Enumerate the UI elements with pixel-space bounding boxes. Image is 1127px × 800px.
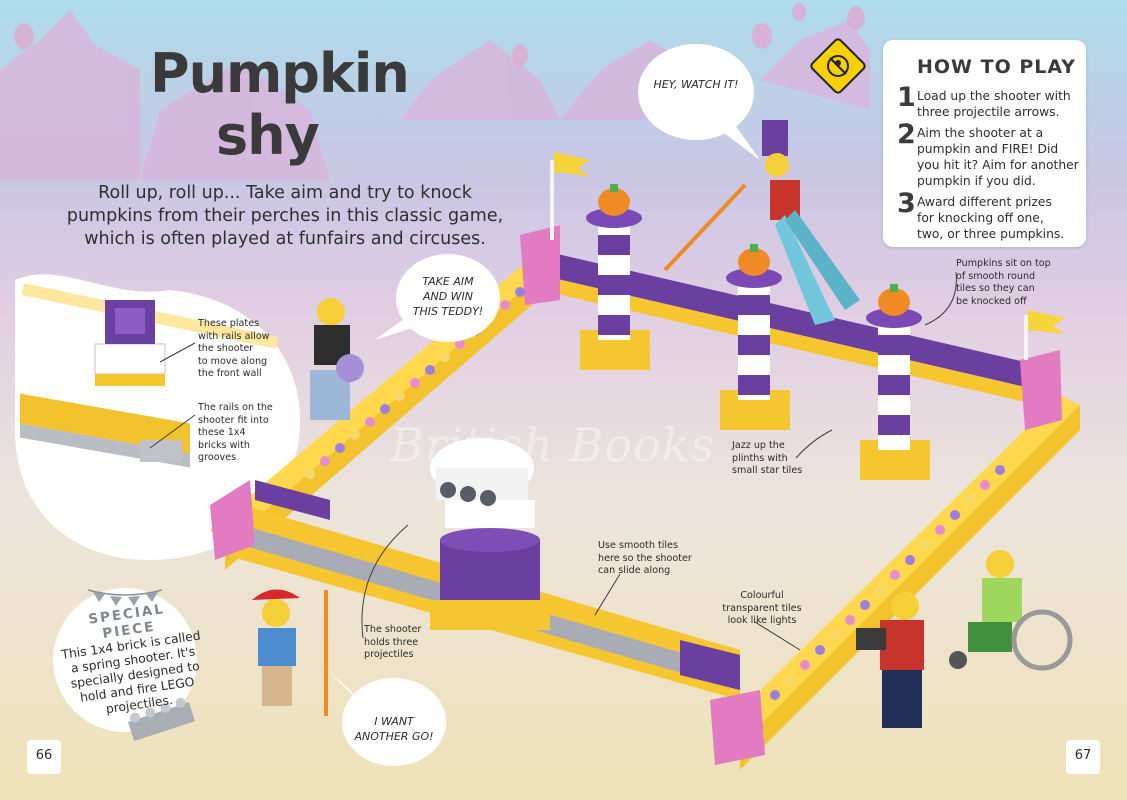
step-line: two, or three pumpkins. (917, 227, 1065, 241)
page-tab-left (27, 740, 61, 774)
step-line: three projectile arrows. (917, 105, 1060, 119)
annotation-line: tiles so they can (956, 283, 1035, 294)
bubble-line: I WANT (374, 715, 414, 728)
annotation-line: bricks with (198, 439, 250, 451)
annotation-shooter: The shooter holds three projectiles (364, 624, 454, 662)
teddy-prize-minifig (310, 298, 364, 420)
speech-bubble-shapes (325, 44, 760, 766)
annotation-line: here so the shooter (598, 552, 692, 564)
bubble-line: TAKE AIM (422, 275, 474, 288)
step-line: pumpkin if you did. (917, 174, 1036, 188)
leader-lines (149, 271, 957, 651)
annotation-line: can slide along (598, 565, 671, 576)
annotation-line: with rails allow (198, 330, 270, 342)
how-to-play-heading: HOW TO PLAY (917, 56, 1077, 78)
step-number: 1 (897, 82, 916, 113)
speech-bubble-again: I WANT ANOTHER GO! (344, 714, 444, 744)
step-text: Aim the shooter at a pumpkin and FIRE! D… (917, 125, 1079, 189)
step-number: 3 (897, 188, 916, 219)
annotation-line: plinths with (732, 452, 788, 464)
annotation-lights: Colourful transparent tiles look like li… (712, 590, 812, 628)
photographer-minifig (856, 592, 924, 728)
page-number-right: 67 (1074, 748, 1092, 763)
annotation-line: to move along (198, 355, 268, 367)
annotation-pumpkins: Pumpkins sit on top of smooth round tile… (956, 258, 1081, 308)
annotation-rails: The rails on the shooter fit into these … (198, 402, 308, 465)
flags (550, 152, 1065, 360)
bubble-line: THIS TEDDY! (412, 305, 484, 318)
page-tab-right (1066, 740, 1100, 774)
pumpkin-pillars (580, 184, 930, 480)
annotation-line: These plates (198, 318, 260, 329)
annotation-line: projectiles (364, 649, 414, 660)
step-line: Award different prizes (917, 195, 1052, 209)
annotation-line: the shooter (198, 343, 254, 354)
page-title-line-2: shy (216, 104, 320, 167)
speech-bubble-aim: TAKE AIM AND WIN THIS TEDDY! (396, 274, 500, 319)
how-to-play-box: HOW TO PLAY 1 Load up the shooter with t… (883, 40, 1086, 247)
annotation-line: these 1x4 (198, 427, 246, 438)
step-line: Aim the shooter at a (917, 126, 1044, 140)
annotation-plinths: Jazz up the plinths with small star tile… (732, 440, 832, 478)
annotation-line: Pumpkins sit on top (956, 258, 1051, 269)
annotation-line: The rails on the (198, 402, 273, 413)
annotation-line: Use smooth tiles (598, 540, 678, 551)
annotation-line: Colourful (740, 590, 784, 601)
annotation-line: holds three (364, 636, 419, 648)
light-tiles-right (770, 465, 1005, 700)
annotation-plates: These plates with rails allow the shoote… (198, 318, 308, 381)
step-line: Load up the shooter with (917, 89, 1071, 103)
stilt-walker-minifig (663, 120, 860, 325)
annotation-line: small star tiles (732, 465, 803, 476)
page-number-left: 66 (35, 748, 53, 763)
intro-line-2: pumpkins from their perches in this clas… (66, 206, 504, 226)
step-text: Award different prizes for knocking off … (917, 194, 1064, 242)
shooter-detail-inset (15, 274, 300, 560)
step-number: 2 (897, 119, 916, 150)
balloons (14, 3, 865, 66)
step-line: pumpkin and FIRE! Did (917, 142, 1059, 156)
spring-shooter-model (430, 438, 550, 630)
bubble-line: ANOTHER GO! (354, 730, 434, 743)
intro-paragraph: Roll up, roll up... Take aim and try to … (60, 182, 510, 251)
annotation-line: grooves (198, 452, 237, 463)
annotation-line: Jazz up the (732, 440, 785, 451)
watermark: British Books (390, 418, 716, 472)
wheelchair-minifig (949, 550, 1073, 671)
bubble-line: AND WIN (422, 290, 474, 303)
step-text: Load up the shooter with three projectil… (917, 88, 1071, 120)
boy-with-cap-minifig (252, 589, 328, 716)
annotation-line: The shooter (364, 624, 422, 635)
step-line: you hit it? Aim for another (917, 158, 1079, 172)
annotation-line: the front wall (198, 368, 262, 379)
intro-line-3: which is often played at funfairs and ci… (84, 229, 486, 249)
page-title-line-1: Pumpkin (150, 42, 410, 105)
no-eye-projectile-warning-icon (810, 38, 866, 94)
speech-bubble-watch: HEY, WATCH IT! (653, 78, 739, 91)
special-piece-panel (53, 588, 197, 742)
annotation-line: shooter fit into (198, 414, 269, 426)
special-piece-text: SPECIAL PIECE This 1x4 brick is called a… (51, 596, 214, 723)
annotation-line: of smooth round (956, 270, 1036, 282)
annotation-line: transparent tiles (722, 602, 802, 614)
step-line: for knocking off one, (917, 211, 1044, 225)
annotation-line: be knocked off (956, 295, 1027, 307)
annotation-smooth-tiles: Use smooth tiles here so the shooter can… (598, 540, 718, 578)
intro-line-1: Roll up, roll up... Take aim and try to … (98, 183, 472, 203)
annotation-line: look like lights (727, 615, 797, 626)
